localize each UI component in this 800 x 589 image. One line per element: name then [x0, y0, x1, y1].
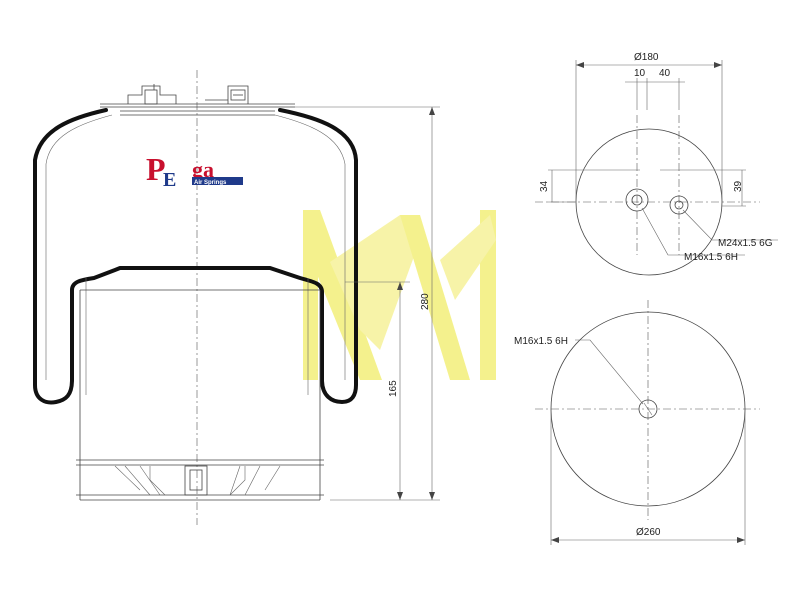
top-view: Ø180 10 40 34 39 M24x1.5 6G M16x1.5 6H [535, 52, 778, 276]
bottom-view: M16x1.5 6H Ø260 [514, 300, 760, 545]
brand-letter-e: E [163, 169, 176, 191]
height-total-label: 280 [420, 293, 431, 310]
top-dim-left-label: 34 [539, 180, 550, 192]
piston [76, 289, 324, 501]
top-dim-right-label: 39 [733, 180, 744, 192]
side-view: 280 165 P E ga Air Springs [33, 70, 440, 525]
height-dimensions: 280 165 [290, 106, 440, 501]
watermark-left-band [303, 210, 382, 380]
bellows-outline [33, 108, 358, 405]
top-hole-large [669, 195, 689, 215]
brand-letter-p: P [146, 151, 166, 187]
brand-tagline-bar [192, 177, 243, 185]
watermark-left-bar [303, 230, 318, 380]
brand-letters-ga: ga [192, 157, 214, 182]
watermark-right-wing [440, 215, 496, 300]
top-plate [100, 84, 295, 116]
top-offset-b-label: 40 [659, 68, 671, 79]
watermark-logo [303, 210, 496, 380]
brand-logo: P E ga Air Springs [146, 151, 243, 191]
top-diameter-label: Ø180 [634, 52, 659, 63]
top-hole-small [625, 188, 649, 212]
bottom-hole [638, 399, 658, 419]
thread-large-label: M24x1.5 6G [718, 238, 773, 249]
watermark-right-band [400, 215, 470, 380]
bottom-thread-label: M16x1.5 6H [514, 336, 568, 347]
thread-small-label: M16x1.5 6H [684, 252, 738, 263]
height-piston-label: 165 [388, 380, 399, 397]
watermark-middle [330, 215, 420, 350]
bottom-diameter-label: Ø260 [636, 527, 661, 538]
brand-tagline: Air Springs [194, 180, 227, 186]
top-offset-a-label: 10 [634, 68, 646, 79]
